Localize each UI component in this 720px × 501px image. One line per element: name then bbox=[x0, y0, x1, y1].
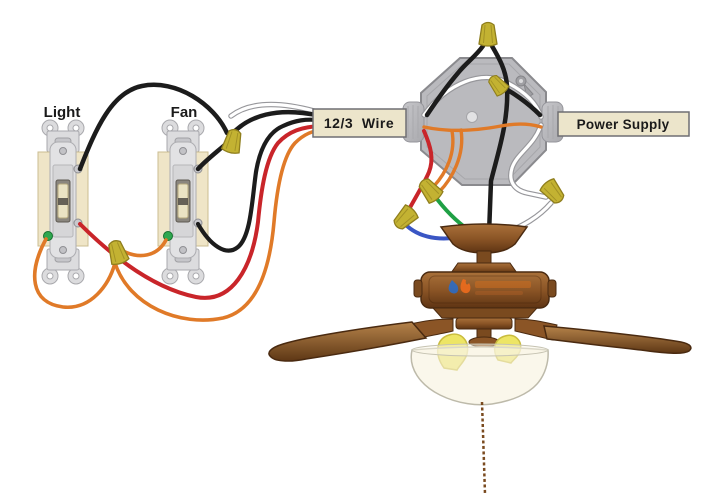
white-wire-loop bbox=[509, 123, 548, 199]
fan-blade-right bbox=[543, 325, 692, 354]
orange-wire-branch bbox=[437, 128, 464, 194]
fan-switch bbox=[157, 119, 209, 285]
body-screw bbox=[59, 147, 67, 155]
mount-hole bbox=[166, 272, 174, 280]
black-wire-fan-bottom bbox=[195, 117, 421, 253]
black-wire-light-arc bbox=[77, 82, 230, 172]
toggle-band bbox=[58, 198, 68, 205]
orange-ground-light-loop bbox=[33, 237, 117, 309]
pull-chain[interactable] bbox=[480, 401, 487, 495]
body-screw bbox=[59, 246, 67, 254]
mount-hole bbox=[192, 272, 200, 280]
orange-wire-branch bbox=[432, 129, 455, 188]
toggle-band bbox=[178, 198, 188, 205]
fan-blade-left bbox=[268, 321, 428, 362]
mount-hole bbox=[192, 124, 200, 132]
body-screw bbox=[179, 147, 187, 155]
flame-drop-watermark-icon bbox=[448, 279, 531, 295]
orange-ground-fan-loop bbox=[121, 238, 168, 258]
glass-shade-rim bbox=[411, 343, 549, 357]
mount-hole bbox=[46, 124, 54, 132]
wire-nut-ground bbox=[108, 240, 130, 266]
fan-canopy bbox=[439, 223, 529, 254]
wire-nut-inside-box bbox=[488, 74, 510, 97]
mount-hole bbox=[72, 124, 80, 132]
cable-label-text: 12/3 Wire bbox=[324, 115, 394, 131]
mount-hole bbox=[72, 272, 80, 280]
fan-motor-endcap bbox=[547, 279, 557, 298]
power-supply-label-text: Power Supply bbox=[577, 117, 670, 132]
fan-downrod bbox=[476, 250, 492, 265]
mount-hole bbox=[46, 272, 54, 280]
wire-nut-black-switch bbox=[220, 128, 242, 154]
body-screw bbox=[179, 246, 187, 254]
wire-nut-top bbox=[478, 21, 498, 47]
wire-nut-orange-green bbox=[418, 178, 444, 204]
ceiling-fan bbox=[268, 223, 692, 495]
wire-nut-white bbox=[539, 178, 565, 204]
fan-hub bbox=[455, 317, 513, 330]
orange-ground-swoop bbox=[113, 127, 420, 322]
light-switch bbox=[37, 119, 89, 285]
fan-motor-band bbox=[428, 275, 542, 304]
knockout-hole bbox=[466, 111, 478, 123]
fan-switch-label: Fan bbox=[171, 104, 198, 121]
cable-label-12-3: 12/3 Wire bbox=[312, 108, 407, 138]
light-switch-label: Light bbox=[44, 104, 81, 121]
wire-nut-red-blue bbox=[393, 204, 419, 230]
orange-wire-across-box bbox=[422, 122, 543, 133]
fan-motor-endcap bbox=[413, 279, 423, 298]
black-wire-nut-left-leg bbox=[424, 43, 486, 118]
red-wire-arc bbox=[78, 123, 420, 300]
red-wire-in-box bbox=[405, 129, 434, 215]
power-supply-label: Power Supply bbox=[557, 111, 690, 137]
mount-hole bbox=[166, 124, 174, 132]
fan-lower-trim bbox=[431, 307, 539, 319]
